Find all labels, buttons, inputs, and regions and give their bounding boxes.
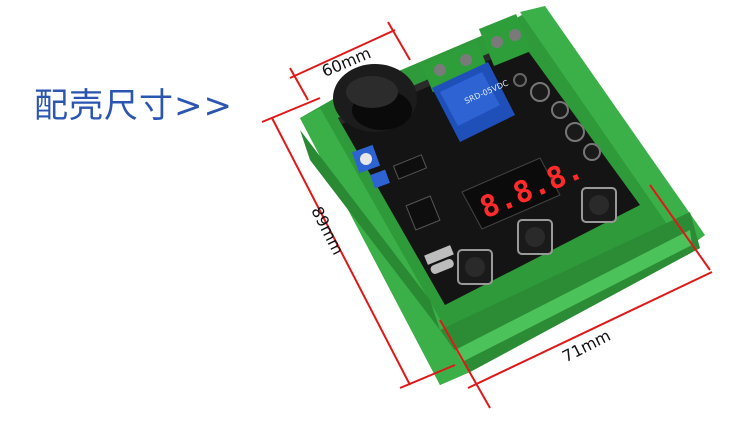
potentiometer	[351, 144, 390, 189]
dim-line-bottom	[467, 271, 713, 389]
label-height: 89mm	[307, 203, 347, 258]
dim-line-side	[271, 117, 411, 386]
button-left	[457, 249, 493, 285]
dim-tick-side-top	[261, 97, 321, 123]
capacitors	[513, 73, 601, 161]
dim-tick-top-left	[289, 67, 309, 101]
dim-tick-side-bottom	[399, 364, 456, 389]
current-transformer	[333, 64, 417, 132]
dimension-lines	[261, 21, 713, 409]
crystal	[430, 259, 454, 274]
relay: SRD-05VDC	[432, 62, 515, 142]
button-right	[581, 187, 617, 223]
ic-chips	[392, 154, 454, 265]
dim-tick-bottom-right	[649, 184, 711, 271]
page-heading: 配壳尺寸>>	[34, 86, 233, 126]
dim-tick-bottom-left	[439, 319, 491, 409]
terminal-blocks	[421, 13, 532, 93]
dim-tick-top-right	[387, 21, 411, 61]
dim-line-top	[289, 29, 396, 79]
tactile-buttons	[457, 187, 617, 285]
button-middle	[517, 219, 553, 255]
